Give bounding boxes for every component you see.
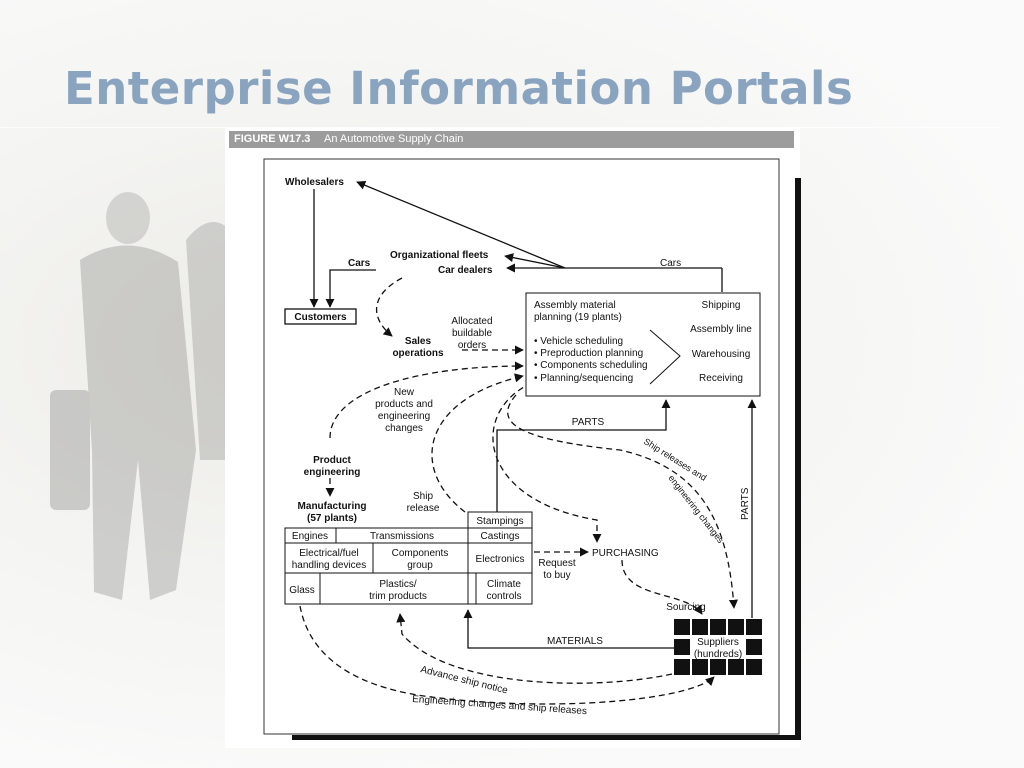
electrical-label-1: Electrical/fuel: [299, 548, 358, 559]
castings-label: Castings: [481, 531, 520, 542]
product-engineering-label-2: engineering: [304, 467, 361, 478]
allocated-orders-label-1: Allocated: [451, 316, 492, 327]
assembly-heading-2: planning (19 plants): [534, 312, 622, 323]
manufacturing-label-1: Manufacturing: [298, 501, 367, 512]
frame-shadow-bottom: [292, 735, 801, 740]
new-products-arrow: [329, 361, 524, 439]
new-products-label-2: products and: [375, 399, 433, 410]
dealers-to-customers-arrow: [325, 269, 376, 308]
to-fleets-arrow: [504, 253, 566, 269]
figure-caption: An Automotive Supply Chain: [324, 133, 464, 145]
plastics-label-1: Plastics/: [379, 579, 416, 590]
assembly-heading-1: Assembly material: [534, 300, 616, 311]
dealers-to-sales-arrow: [376, 277, 403, 337]
new-products-label-3: engineering: [378, 411, 430, 422]
product-engineering-label-1: Product: [313, 455, 351, 466]
to-purchasing-arrow: [492, 382, 602, 543]
climate-label-1: Climate: [487, 579, 521, 590]
assembly-bullet-2: • Preproduction planning: [534, 348, 643, 359]
climate-label-2: controls: [486, 591, 521, 602]
car-dealers-label: Car dealers: [438, 265, 493, 276]
plastics-label-2: trim products: [369, 591, 427, 602]
suppliers-label-1: Suppliers: [697, 637, 739, 648]
cars-label-right: Cars: [660, 258, 681, 269]
step-assembly-line: Assembly line: [690, 324, 752, 335]
new-products-label-1: New: [394, 387, 415, 398]
sales-operations-label-1: Sales: [405, 336, 432, 347]
materials-arrow: [463, 609, 674, 649]
assembly-chevron: [649, 329, 681, 385]
suppliers-label-2: (hundreds): [694, 649, 742, 660]
components-label-1: Components: [392, 548, 449, 559]
step-warehousing: Warehousing: [692, 349, 751, 360]
glass-label: Glass: [289, 585, 315, 596]
ship-releases-arrow: [507, 394, 738, 609]
title-divider: [0, 127, 1000, 128]
assembly-bullet-3: • Components scheduling: [534, 360, 648, 371]
to-wholesalers-arrow: [356, 180, 566, 269]
new-products-label-4: changes: [385, 423, 423, 434]
purchasing-label: PURCHASING: [592, 548, 659, 559]
assembly-bullet-4: • Planning/sequencing: [534, 373, 633, 384]
frame-shadow-right: [795, 178, 801, 740]
figure-panel: [225, 128, 800, 748]
figure-header: FIGURE W17.3 An Automotive Supply Chain: [229, 131, 794, 148]
assembly-bullet-1: • Vehicle scheduling: [534, 336, 623, 347]
electronics-label: Electronics: [476, 554, 525, 565]
background-people-image: [50, 192, 230, 600]
inner-frame: [263, 158, 780, 735]
request-to-buy-label-2: to buy: [543, 570, 570, 581]
allocated-orders-label-3: orders: [458, 340, 486, 351]
ship-release-arrow: [431, 373, 524, 513]
customers-label: Customers: [294, 312, 347, 323]
sourcing-label: Sourcing: [666, 602, 705, 613]
step-shipping: Shipping: [702, 300, 741, 311]
engineering-changes-label: Engineering changes and ship releases: [412, 694, 587, 717]
ship-release-label-1: Ship: [413, 491, 433, 502]
request-to-buy-label-1: Request: [538, 558, 575, 569]
components-label-2: group: [407, 560, 433, 571]
engines-label: Engines: [292, 531, 328, 542]
manufacturing-grid: [284, 527, 533, 605]
manufacturing-label-2: (57 plants): [307, 513, 357, 524]
suppliers-block: [674, 619, 762, 675]
organizational-fleets-label: Organizational fleets: [390, 250, 489, 261]
cars-label-left: Cars: [348, 258, 371, 269]
materials-label: MATERIALS: [547, 636, 603, 647]
assembly-planning-box: [525, 292, 761, 397]
allocated-orders-label-2: buildable: [452, 328, 492, 339]
step-receiving: Receiving: [699, 373, 743, 384]
stampings-label: Stampings: [476, 516, 523, 527]
advance-ship-notice-label: Advance ship notice: [419, 664, 509, 696]
electrical-label-2: handling devices: [292, 560, 367, 571]
parts-arrow: [496, 399, 671, 512]
sourcing-arrow: [621, 559, 703, 615]
ship-releases-label-2: engineering changes: [666, 473, 726, 545]
transmissions-label: Transmissions: [370, 531, 434, 542]
advance-ship-notice-arrow: [396, 613, 673, 684]
parts-side-label: PARTS: [740, 487, 751, 520]
wholesalers-label: Wholesalers: [285, 177, 344, 188]
ship-release-label-2: release: [407, 503, 440, 514]
customers-box: [284, 308, 357, 325]
figure-number: FIGURE W17.3: [234, 133, 311, 145]
parts-top-label: PARTS: [572, 417, 605, 428]
sales-operations-label-2: operations: [392, 348, 444, 359]
slide-title: Enterprise Information Portals: [64, 62, 854, 115]
engineering-changes-arrow: [299, 605, 715, 705]
